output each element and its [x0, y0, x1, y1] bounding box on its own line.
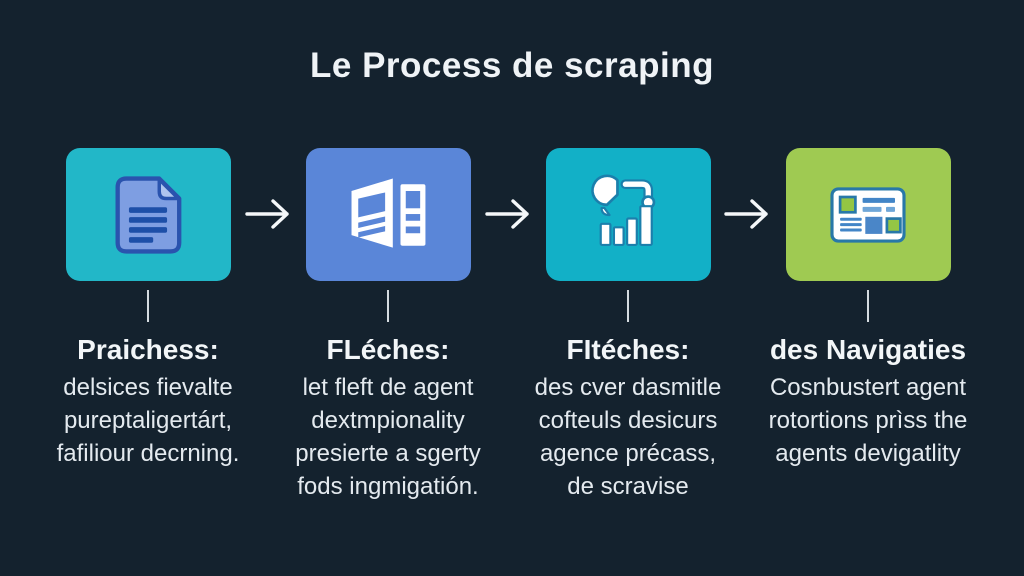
description-line: delsices fievalte — [63, 374, 233, 401]
description-line: fafiliour decrning. — [56, 440, 240, 467]
step-4-heading: des Navigaties — [769, 334, 967, 365]
step-2-heading: FLéches: — [326, 334, 450, 365]
description-line: rotortions prìss the — [768, 407, 968, 434]
description-line: agents devigatlity — [775, 440, 961, 467]
connector-line — [867, 290, 869, 322]
connector-line — [387, 290, 389, 322]
step-4-box — [785, 148, 951, 281]
dashboard-card-icon — [830, 186, 906, 243]
process-steps: Praichess: delsices fievalte pureptalige… — [28, 148, 988, 503]
description-line: presierte a sgerty — [295, 440, 481, 467]
step-4-dashboard: des Navigaties Cosnbustert agent rotorti… — [748, 148, 988, 503]
description-line: dextmpionality — [311, 407, 465, 434]
description-line: let fleft de agent — [302, 374, 474, 401]
description-line: Cosnbustert agent — [769, 374, 967, 401]
description-line: pureptaligertárt, — [63, 407, 233, 434]
description-line: agence précass, — [539, 440, 717, 467]
step-2-box — [305, 148, 471, 281]
step-3-description: des cver dasmitle cofteuls desicurs agen… — [535, 371, 722, 503]
step-2-description: let fleft de agent dextmpionality presie… — [295, 371, 480, 503]
step-1-heading: Praichess: — [77, 334, 219, 365]
connector-line — [147, 290, 149, 322]
pie-bar-chart-icon — [591, 174, 656, 246]
step-3-heading: FItéches: — [566, 334, 690, 365]
description-line: de scravise — [567, 473, 689, 500]
brochure-icon — [351, 178, 426, 248]
description-line: cofteuls desicurs — [538, 407, 718, 434]
description-line: fods ingmigatión. — [297, 473, 479, 500]
arrow-right-icon — [485, 199, 529, 229]
step-1-box — [65, 148, 231, 281]
page-title: Le Process de scraping — [310, 46, 714, 85]
arrow-right-icon — [245, 199, 289, 229]
step-1-source-documents: Praichess: delsices fievalte pureptalige… — [28, 148, 268, 503]
step-4-description: Cosnbustert agent rotortions prìss the a… — [769, 371, 968, 470]
description-line: des cver dasmitle — [534, 374, 722, 401]
step-1-description: delsices fievalte pureptaligertárt, fafi… — [57, 371, 240, 470]
arrow-right-icon — [724, 199, 768, 229]
connector-line — [627, 290, 629, 322]
step-3-analytics: FItéches: des cver dasmitle cofteuls des… — [508, 148, 748, 503]
step-2-page-layout: FLéches: let fleft de agent dextmpionali… — [268, 148, 508, 503]
document-icon — [115, 175, 182, 254]
step-3-box — [545, 148, 711, 281]
